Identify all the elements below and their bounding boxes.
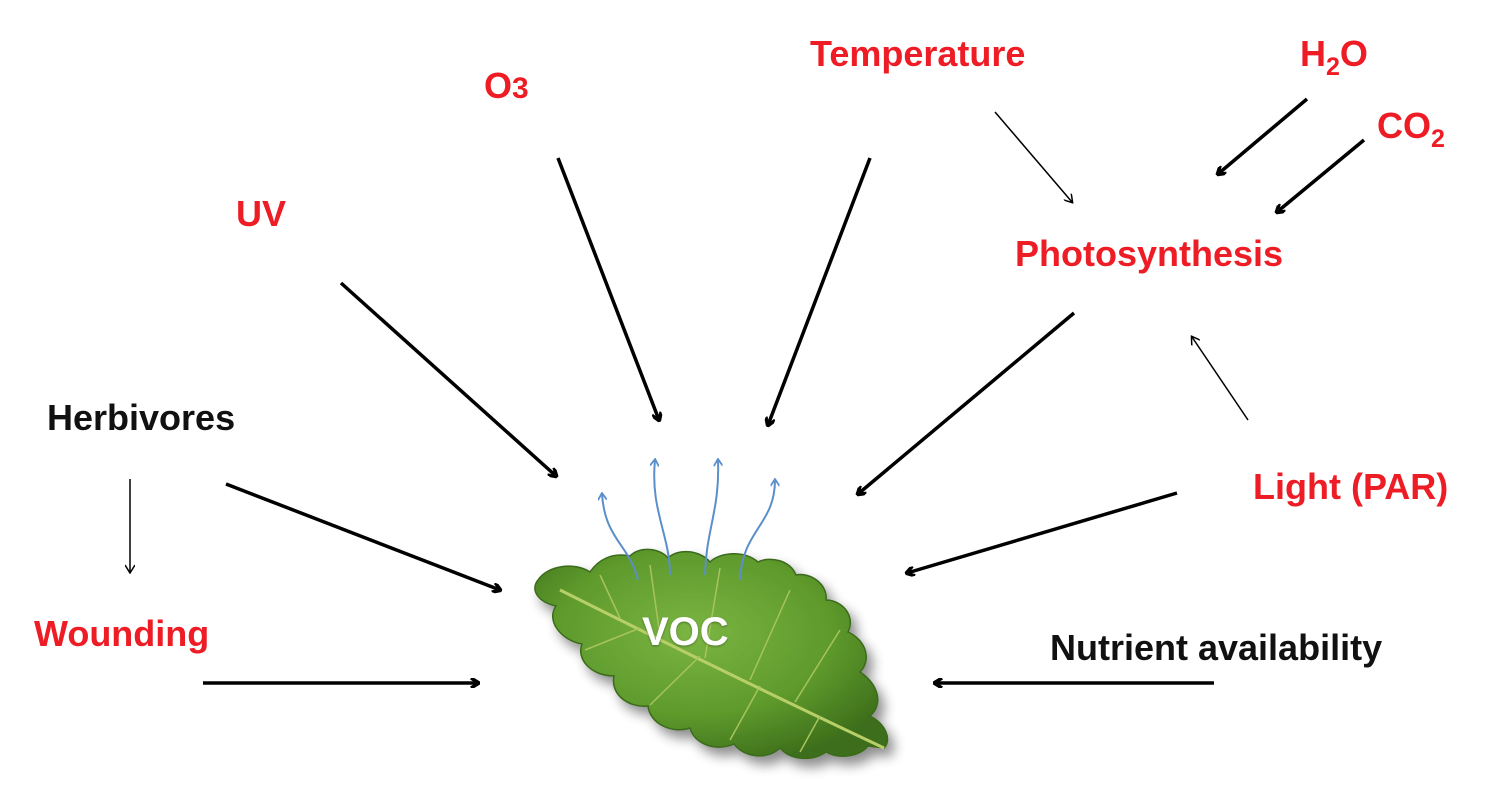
label-o3: O3 xyxy=(484,68,529,104)
h2o-subscript: 2 xyxy=(1326,53,1340,81)
o3-subscript: 3 xyxy=(512,72,529,105)
arrow-h2o-to-photosynthesis xyxy=(1218,97,1309,174)
label-herbivores: Herbivores xyxy=(47,397,236,438)
emission-arrow-2 xyxy=(654,460,671,576)
label-uv: UV xyxy=(236,193,287,234)
secondary-arrows xyxy=(130,111,1249,572)
factor-arrows xyxy=(203,97,1366,683)
emission-arrow-3 xyxy=(704,460,718,576)
label-voc: VOC xyxy=(642,610,729,654)
voc-emission-arrows xyxy=(602,460,775,581)
arrow-light-to-voc xyxy=(907,491,1178,573)
arrow-temperature-to-voc xyxy=(768,157,872,425)
h2o-main: H xyxy=(1300,33,1326,74)
o3-main: O xyxy=(484,65,513,106)
label-temperature: Temperature xyxy=(810,33,1026,74)
label-photosynthesis: Photosynthesis xyxy=(1015,233,1284,274)
arrow-photosynthesis-to-voc xyxy=(858,311,1076,494)
label-nutrient-availability: Nutrient availability xyxy=(1050,627,1383,668)
arrow-uv-to-voc xyxy=(339,281,556,476)
emission-arrow-1 xyxy=(602,494,639,581)
label-co2: CO2 xyxy=(1377,105,1445,152)
arrow-herbivores-to-voc xyxy=(225,482,500,590)
emission-arrow-4 xyxy=(739,480,775,581)
h2o-tail: O xyxy=(1339,33,1368,74)
oak-leaf xyxy=(534,548,889,760)
arrow-o3-to-voc xyxy=(556,157,659,420)
arrow-light-to-photosynthesis xyxy=(1192,337,1249,421)
co2-main: CO xyxy=(1377,105,1431,146)
arrow-co2-to-photosynthesis xyxy=(1277,138,1366,212)
label-h2o: H2O xyxy=(1300,33,1368,80)
arrow-temperature-to-photosynthesis xyxy=(994,111,1072,202)
label-wounding: Wounding xyxy=(34,613,210,654)
label-light-par: Light (PAR) xyxy=(1253,466,1449,507)
co2-subscript: 2 xyxy=(1431,125,1445,153)
